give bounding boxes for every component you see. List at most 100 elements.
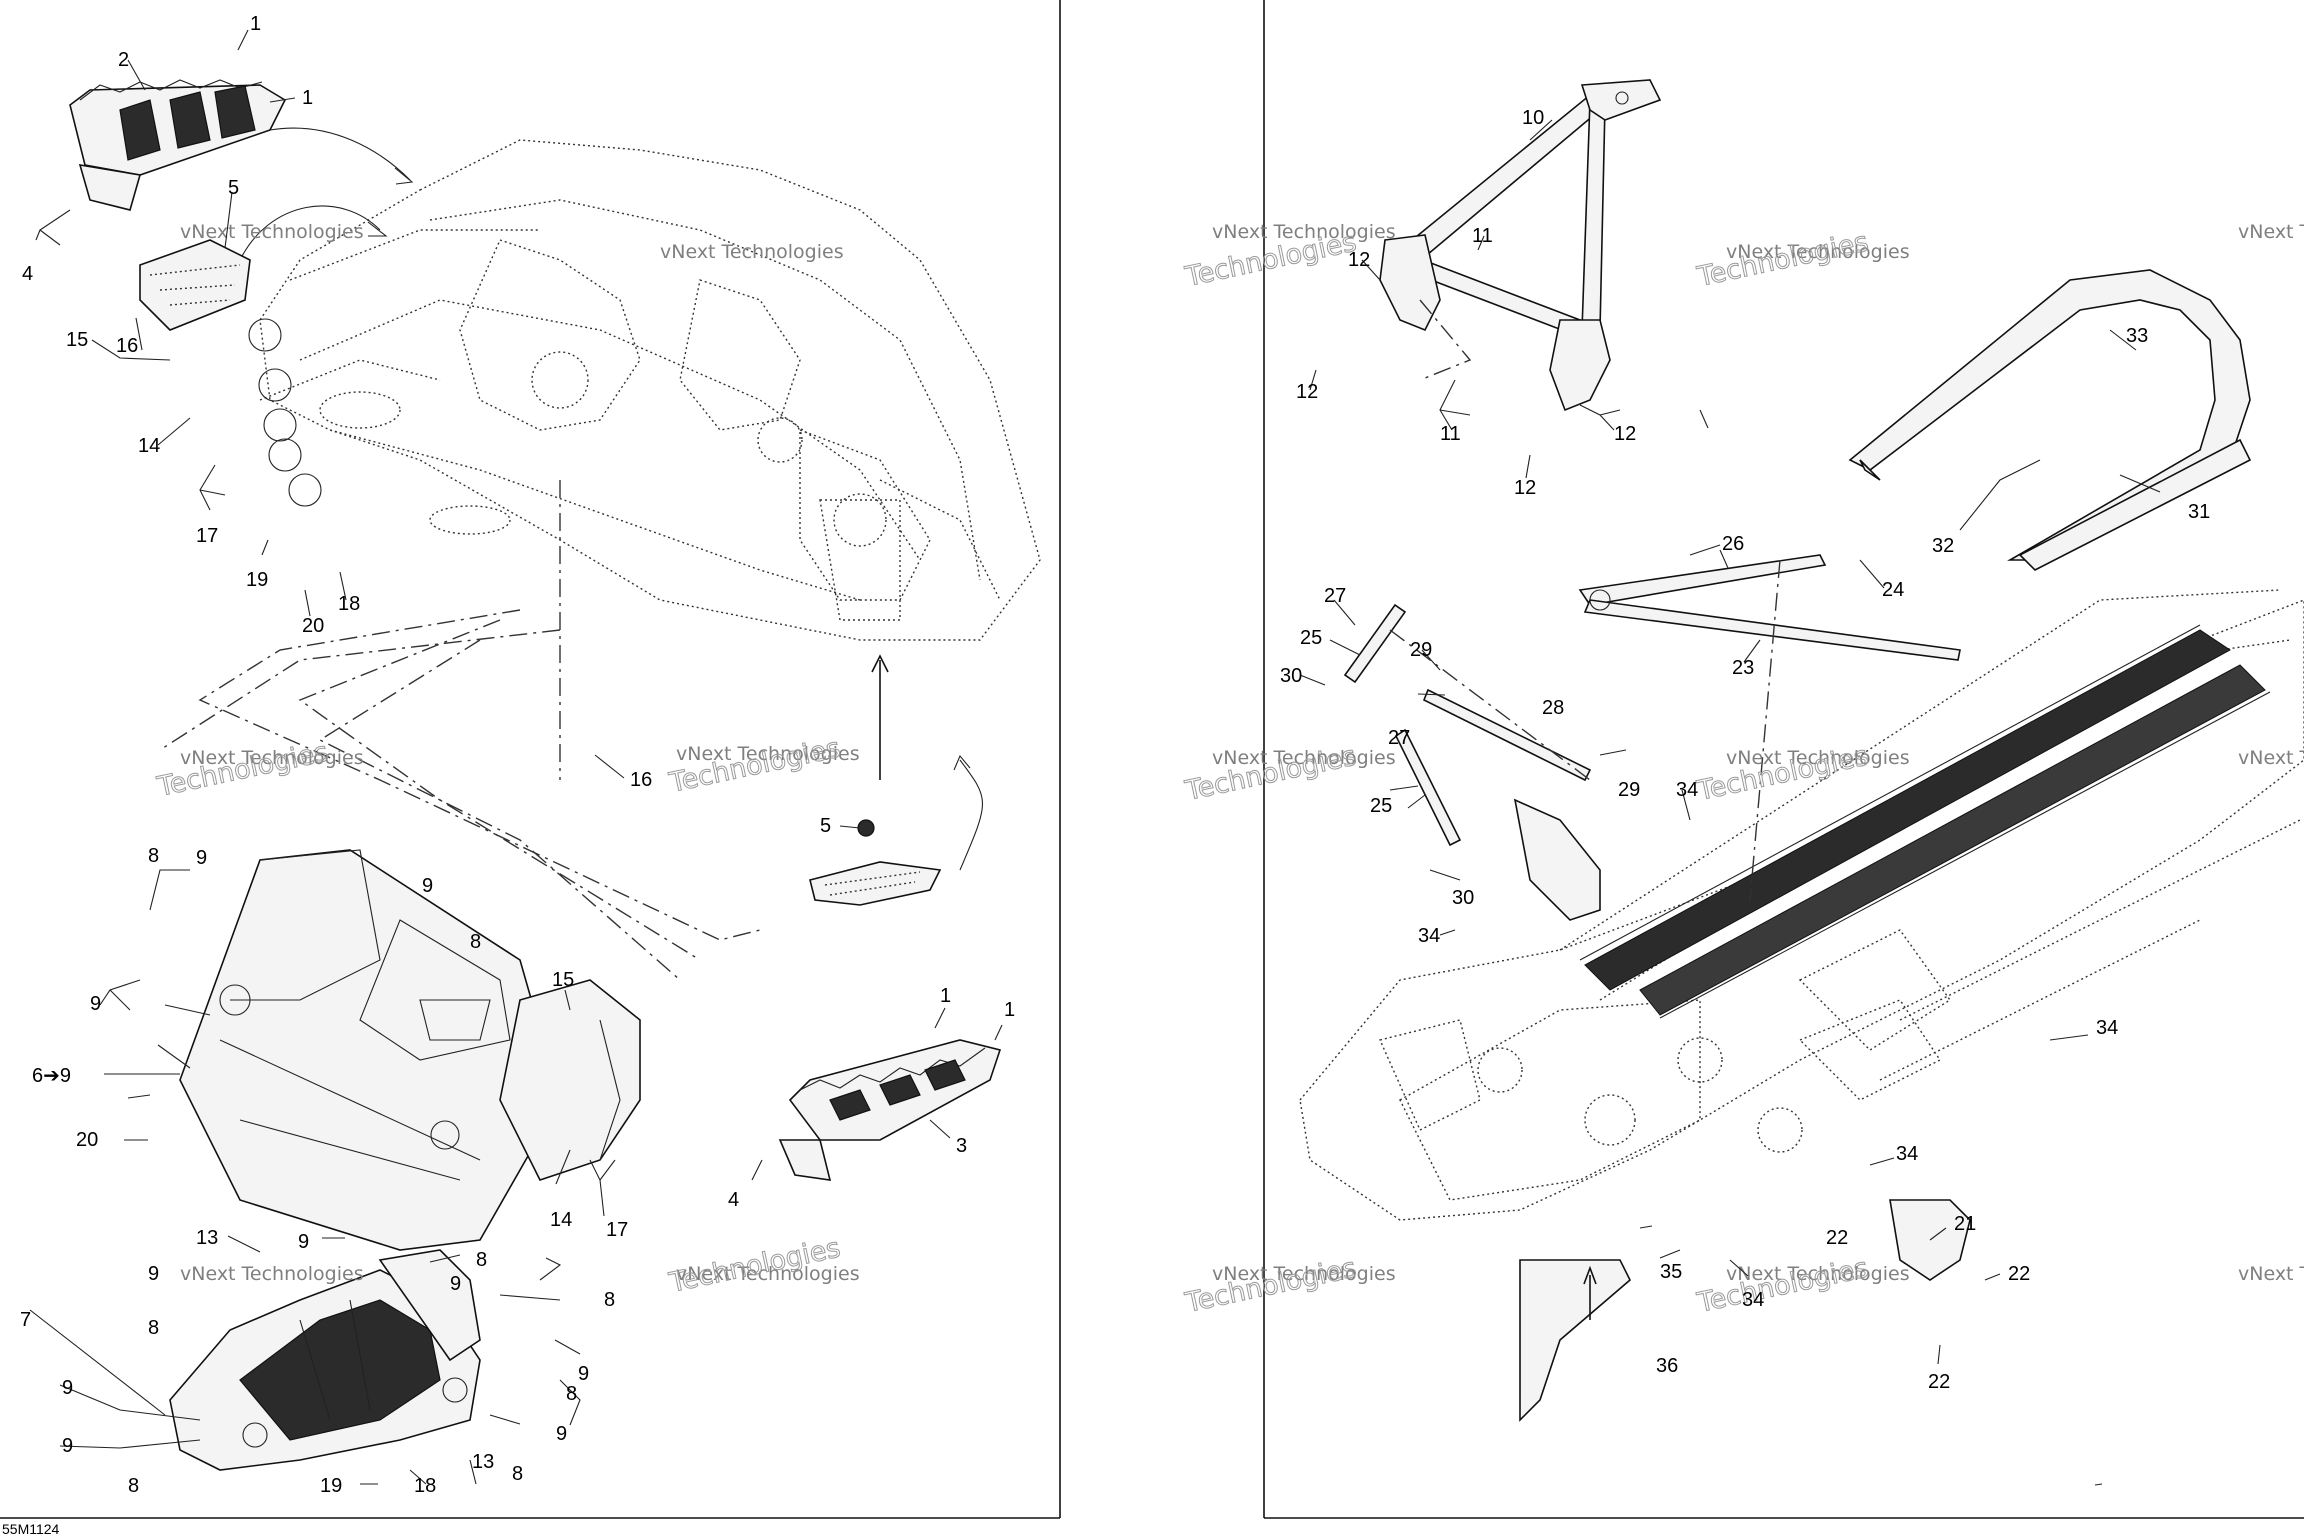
callout-8: 8 [128, 1475, 139, 1497]
callout-27: 27 [1388, 727, 1410, 749]
callout-4: 4 [22, 263, 33, 285]
watermark-text: vNext Technologies [676, 743, 860, 765]
callout-11: 11 [1440, 423, 1461, 445]
callout-25: 25 [1370, 795, 1392, 817]
callout-14: 14 [138, 435, 160, 457]
callout-12: 12 [1614, 423, 1636, 445]
watermark-text: vNext Technologies [1212, 221, 1396, 243]
watermark-text: vNext Technologies [2238, 1263, 2304, 1285]
callout-30: 30 [1280, 665, 1302, 687]
watermark-text: vNext Technologies [1726, 747, 1910, 769]
callout-5: 5 [820, 815, 831, 837]
callout-12: 12 [1296, 381, 1318, 403]
callout-34: 34 [1676, 779, 1698, 801]
callout-9: 9 [578, 1363, 589, 1385]
callout-9: 9 [90, 993, 101, 1015]
callout-29: 29 [1618, 779, 1640, 801]
callout-2: 2 [118, 49, 129, 71]
routing-lines-left [159, 127, 984, 981]
callout-29: 29 [1410, 639, 1432, 661]
footrest-left [69, 79, 287, 211]
heat-exchanger [1579, 624, 2271, 1019]
callout-1: 1 [250, 13, 261, 35]
callout-32: 32 [1932, 535, 1954, 557]
callout-22: 22 [1826, 1227, 1848, 1249]
watermark-text: vNext Technologies [180, 1263, 364, 1285]
callout-13: 13 [472, 1451, 494, 1473]
watermark-text: vNext Technologies [1726, 241, 1910, 263]
callout-17: 17 [196, 525, 218, 547]
callout-1: 1 [1004, 999, 1015, 1021]
callout-11: 11 [1472, 225, 1493, 247]
callout-35: 35 [1660, 1261, 1682, 1283]
callout-28: 28 [1542, 697, 1564, 719]
callout-34: 34 [1418, 925, 1440, 947]
callout-19: 19 [320, 1475, 342, 1497]
callout-5: 5 [228, 177, 239, 199]
callout-19: 19 [246, 569, 268, 591]
callout-12: 12 [1348, 249, 1370, 271]
callout-15: 15 [552, 969, 574, 991]
callout-1: 1 [302, 87, 313, 109]
callout-8: 8 [148, 845, 159, 867]
callout-30: 30 [1452, 887, 1474, 909]
callout-9: 9 [148, 1263, 159, 1285]
callout-20: 20 [76, 1129, 98, 1151]
callout-9: 9 [450, 1273, 461, 1295]
callout-8: 8 [512, 1463, 523, 1485]
watermark-text: vNext Technologies [1212, 747, 1396, 769]
callout-26: 26 [1722, 533, 1744, 555]
callout-3: 3 [956, 1135, 967, 1157]
callout-9: 9 [556, 1423, 567, 1445]
callout-34: 34 [1742, 1289, 1764, 1311]
callout-9: 9 [62, 1377, 73, 1399]
callout-20: 20 [302, 615, 324, 637]
callout-8: 8 [148, 1317, 159, 1339]
callout-33: 33 [2126, 325, 2148, 347]
footrest-right [778, 1039, 1002, 1181]
callout-34: 34 [1896, 1143, 1918, 1165]
callout-18: 18 [338, 593, 360, 615]
watermark-text: vNext Technologies [2238, 747, 2304, 769]
watermark-text: vNext Technologies [1726, 1263, 1910, 1285]
suspension-parts [1343, 554, 1971, 1422]
callout-27: 27 [1324, 585, 1346, 607]
callout-labels: 1 1 2 4 5 15 16 14 17 19 18 20 16 5 1 1 … [20, 13, 2210, 1497]
front-frame-drawing [248, 139, 1041, 641]
callout-22: 22 [2008, 1263, 2030, 1285]
callout-8: 8 [566, 1383, 577, 1405]
watermark-text: vNext Technologies [180, 747, 364, 769]
callout-1: 1 [940, 985, 951, 1007]
callout-10: 10 [1522, 107, 1544, 129]
callout-17: 17 [606, 1219, 628, 1241]
callout-9: 9 [422, 875, 433, 897]
callout-7: 7 [20, 1309, 31, 1331]
watermark-text: vNext Technologies [180, 221, 364, 243]
callout-16: 16 [116, 335, 138, 357]
leader-lines [29, 29, 2161, 1486]
drawing-code: 55M1124 [2, 1521, 60, 1536]
watermark-text: Technologies [666, 1232, 843, 1299]
bottom-bracket [169, 1249, 481, 1471]
callout-36: 36 [1656, 1355, 1678, 1377]
watermark-text: vNext Technologies [1212, 1263, 1396, 1285]
callout-8: 8 [470, 931, 481, 953]
callout-8: 8 [476, 1249, 487, 1271]
callout-4: 4 [728, 1189, 739, 1211]
a-frame-10 [1379, 79, 1662, 412]
bracket-5-lower [809, 819, 942, 906]
callout-15: 15 [66, 329, 88, 351]
callout-25: 25 [1300, 627, 1322, 649]
watermark-text: vNext Technologies [676, 1263, 860, 1285]
watermark-text: vNext Technologies [2238, 221, 2304, 243]
callout-13: 13 [196, 1227, 218, 1249]
callout-12: 12 [1514, 477, 1536, 499]
callout-31: 31 [2188, 501, 2210, 523]
callout-24: 24 [1882, 579, 1904, 601]
callout-23: 23 [1732, 657, 1754, 679]
callout-9: 9 [298, 1231, 309, 1253]
rear-bumper-31 [1848, 269, 2252, 571]
bracket-5-upper [139, 239, 251, 331]
callout-18: 18 [414, 1475, 436, 1497]
